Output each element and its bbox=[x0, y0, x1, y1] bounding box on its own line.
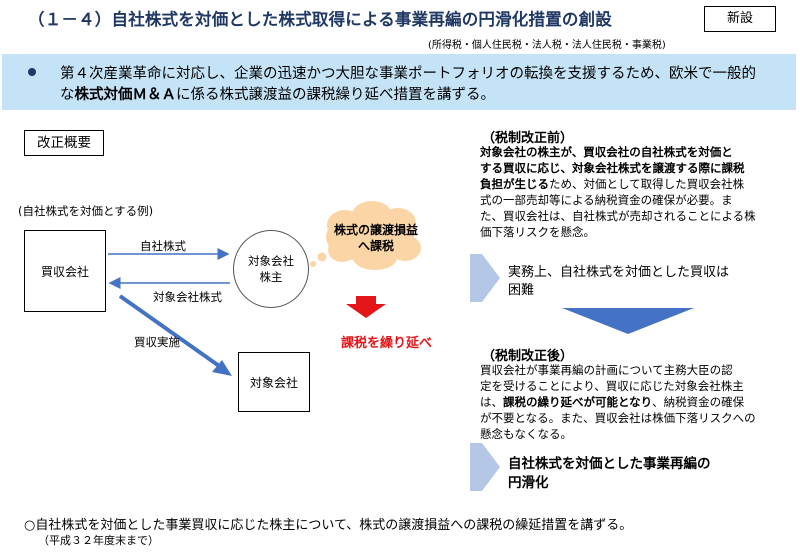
overview-label: 改正概要 bbox=[24, 130, 104, 156]
summary-line-1: 第４次産業革命に対応し、企業の迅速かつ大胆な事業ポートフォリオの転換を支援するた… bbox=[60, 66, 756, 82]
after-reform-heading: （税制改正後） bbox=[482, 349, 574, 364]
thought-bubble-small bbox=[310, 261, 316, 267]
thought-bubble-medium bbox=[317, 252, 327, 262]
deferral-label: 課税を繰り延べ bbox=[341, 336, 433, 351]
example-label: (自社株式を対価とする例) bbox=[18, 204, 154, 218]
new-badge: 新設 bbox=[704, 6, 776, 32]
own-shares-label: 自社株式 bbox=[140, 239, 186, 253]
cloud-text: 株式の譲渡損益 へ課税 bbox=[334, 223, 419, 253]
acquisition-label: 買収実施 bbox=[134, 335, 180, 349]
footer-period: （平成３２年度末まで） bbox=[38, 534, 159, 547]
page-title: （１－４）自社株式を対価とした株式取得による事業再編の円滑化措置の創設 bbox=[28, 10, 613, 29]
before-reform-heading: （税制改正前） bbox=[482, 131, 574, 146]
target-shareholder: 対象会社株主 bbox=[233, 230, 309, 308]
tax-cloud bbox=[326, 201, 421, 270]
after-reform-result: 自社株式を対価とした事業再編の 円滑化 bbox=[508, 456, 711, 491]
acquisition-arrow bbox=[118, 294, 224, 370]
target-company: 対象会社 bbox=[238, 352, 310, 412]
deferral-arrow bbox=[346, 296, 386, 318]
applicable-taxes: (所得税・個人住民税・法人税・法人住民税・事業税) bbox=[428, 40, 666, 51]
target-shares-label: 対象会社株式 bbox=[153, 290, 222, 304]
result-chevron-before bbox=[470, 254, 500, 302]
acquisition-arrowhead bbox=[212, 360, 232, 376]
before-reform-result: 実務上、自社株式を対価とした買収は 困難 bbox=[508, 265, 730, 298]
result-chevron-after bbox=[470, 443, 500, 491]
reform-arrow bbox=[562, 308, 694, 334]
after-reform-text: 買収会社が事業再編の計画について主務大臣の認 定を受けることにより、買収に応じた… bbox=[480, 363, 756, 441]
bullet-icon bbox=[28, 68, 36, 76]
footer-note: ○自社株式を対価とした事業買収に応じた株主について、株式の譲渡損益への課税の繰延… bbox=[24, 518, 633, 533]
buyer-company: 買収会社 bbox=[24, 230, 106, 312]
before-reform-text: 対象会社の株主が、買収会社の自社株式を対価と する買収に応じ、対象会社株式を譲渡… bbox=[480, 145, 756, 239]
summary-line-2: な株式対価Ｍ＆Ａに係る株式譲渡益の課税繰り延べ措置を講ずる。 bbox=[60, 87, 495, 103]
summary-banner bbox=[2, 54, 796, 110]
